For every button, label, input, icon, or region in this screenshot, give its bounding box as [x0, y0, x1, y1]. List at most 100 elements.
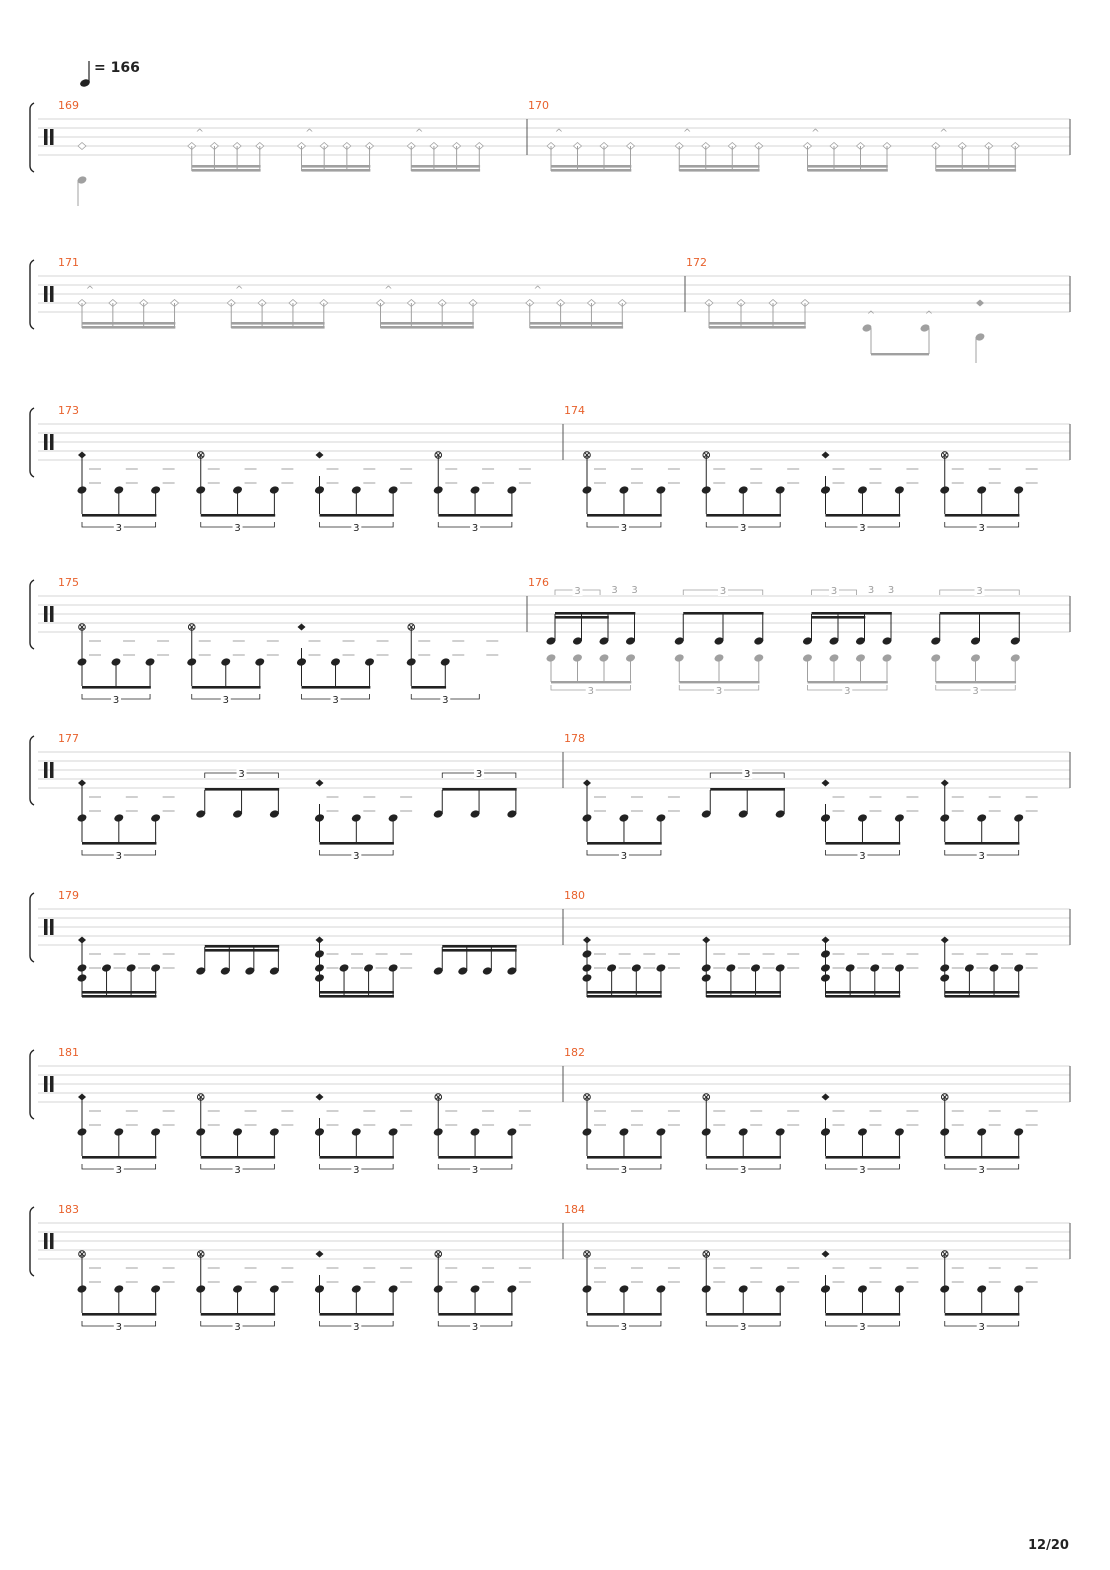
cymbal-note [940, 451, 949, 459]
bass-note [1014, 964, 1024, 972]
snare-note [821, 1285, 830, 1293]
note-group: ^ [802, 128, 892, 172]
percussion-clef [44, 286, 48, 302]
note-group: 3 [196, 767, 280, 818]
tuplet-label: 3 [859, 851, 865, 862]
tuplet-label: 3 [574, 586, 580, 597]
beam [319, 995, 394, 998]
tempo-label: = 166 [94, 60, 140, 76]
crash-note [315, 1093, 324, 1101]
note-group [704, 298, 810, 329]
tuplet-label: 3 [611, 585, 617, 596]
crash-note [315, 451, 324, 459]
beam [811, 612, 892, 615]
bass-note [607, 964, 617, 972]
note-group: 3 [187, 623, 279, 706]
tom-note [507, 967, 517, 975]
note-group: ^ [187, 128, 265, 172]
tuplet-label: 3 [979, 1322, 985, 1333]
snare-note [315, 1128, 324, 1136]
tuplet-label: 3 [621, 523, 627, 534]
crash-note [940, 779, 949, 787]
percussion-clef [44, 1233, 48, 1249]
beam [438, 1313, 513, 1316]
tom-note [862, 324, 872, 332]
tom-note [626, 637, 635, 645]
tuplet-label: 3 [234, 1165, 240, 1176]
tuplet-label: 3 [831, 586, 837, 597]
measure-number: 181 [58, 1046, 79, 1059]
beam [301, 686, 371, 689]
percussion-clef [44, 606, 48, 622]
beam [944, 514, 1020, 517]
beam [709, 322, 806, 325]
snare-note [315, 486, 324, 494]
tom-note [433, 967, 443, 975]
bass-note [631, 964, 641, 972]
accent-mark: ^ [86, 285, 94, 296]
bass-note [940, 974, 950, 982]
note-group: ^ [674, 128, 764, 172]
beam [706, 1156, 781, 1159]
note-group: 33 [674, 584, 764, 697]
beam [301, 165, 371, 168]
crash-note [315, 779, 324, 787]
tuplet-label: 3 [476, 769, 482, 780]
beam [825, 514, 901, 517]
note-group: 3 [701, 767, 785, 818]
measure-number: 170 [528, 99, 549, 112]
beam [319, 1313, 394, 1316]
note-group: 3 [315, 1250, 413, 1333]
beam [939, 612, 1021, 615]
tuplet-label: 3 [472, 523, 478, 534]
beam [82, 514, 157, 517]
note-group: 3 [77, 779, 175, 862]
beam [191, 686, 261, 689]
measure-179: 179 [58, 889, 517, 998]
note-group: 3 [196, 451, 294, 534]
beam [679, 169, 760, 172]
percussion-clef [50, 1233, 54, 1249]
bass-note [829, 654, 839, 662]
note-group: 3 [582, 1250, 680, 1333]
measure-169: 169^^^ [58, 99, 484, 206]
crash-note [821, 1093, 830, 1101]
note-group: 3 [940, 779, 1038, 862]
beam [380, 326, 474, 329]
crash-note [583, 779, 591, 787]
beam [944, 1156, 1020, 1159]
note-group: 3 [701, 1093, 800, 1176]
crash-note [702, 936, 711, 944]
measure-number: 175 [58, 576, 79, 589]
system-bracket [29, 892, 35, 963]
beam [191, 169, 261, 172]
cymbal-note [187, 623, 196, 631]
beam [706, 995, 781, 998]
note-group [77, 141, 87, 206]
beam [683, 612, 764, 615]
cymbal-note [940, 1093, 949, 1101]
tom-note [546, 637, 556, 645]
bass-note [656, 964, 666, 972]
tom-note [458, 967, 468, 975]
note-group: 3 [315, 779, 413, 862]
tom-note [507, 810, 517, 818]
percussion-clef [44, 919, 48, 935]
beam [555, 612, 636, 615]
bass-note [1014, 814, 1024, 822]
crash-note [78, 1093, 86, 1101]
tuplet-label: 3 [238, 769, 244, 780]
beam [319, 991, 394, 994]
note-group: ^^ [862, 310, 933, 356]
accent-mark: ^ [940, 128, 948, 139]
beam [200, 1156, 276, 1159]
beam [231, 322, 325, 325]
tuplet-label: 3 [223, 695, 229, 706]
bass-note [882, 654, 892, 662]
note-group: 3 [196, 1093, 294, 1176]
cymbal-note [702, 1250, 711, 1258]
